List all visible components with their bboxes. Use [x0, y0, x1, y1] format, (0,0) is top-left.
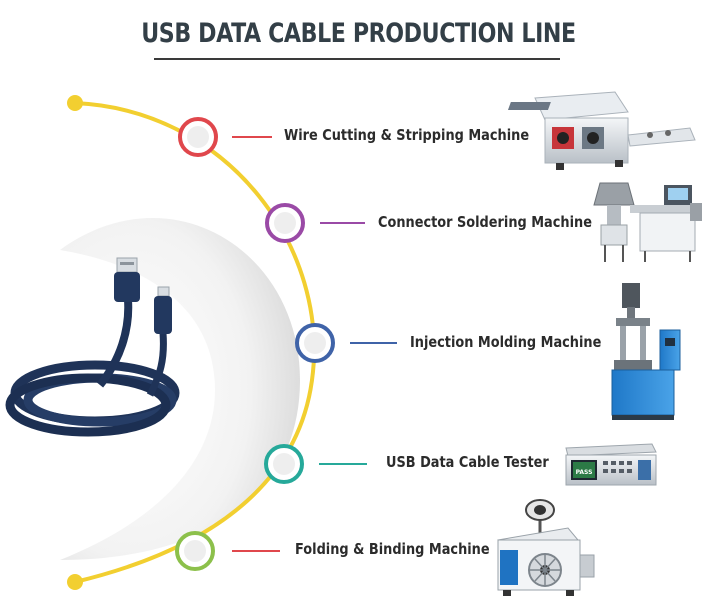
step-node-4 — [264, 444, 304, 484]
usb-cable-image — [5, 257, 180, 437]
arc-end-dot-top — [67, 95, 83, 111]
tester-screen-text: PASS — [576, 469, 593, 476]
arc-end-dot-bottom — [67, 574, 83, 590]
cable-tester-image: PASS — [565, 443, 657, 486]
shadow-crescent — [60, 218, 300, 560]
step-label-connector-soldering: Connector Soldering Machine — [378, 213, 592, 231]
step-label-wire-cutting: Wire Cutting & Stripping Machine — [284, 126, 530, 144]
wire-cutting-machine-image — [507, 91, 696, 170]
step-label-cable-tester: USB Data Cable Tester — [386, 453, 549, 471]
soldering-machine-image — [593, 182, 702, 262]
injection-molding-machine-image — [611, 283, 681, 420]
step-label-injection-molding: Injection Molding Machine — [410, 333, 602, 351]
title-underline — [154, 58, 560, 60]
step-node-2 — [265, 203, 305, 243]
step-node-1 — [178, 117, 218, 157]
step-label-folding-binding: Folding & Binding Machine — [295, 540, 490, 558]
step-node-5 — [175, 531, 215, 571]
binding-machine-image — [497, 499, 595, 596]
page-title: USB DATA CABLE PRODUCTION LINE — [141, 18, 576, 49]
step-node-3 — [295, 323, 335, 363]
